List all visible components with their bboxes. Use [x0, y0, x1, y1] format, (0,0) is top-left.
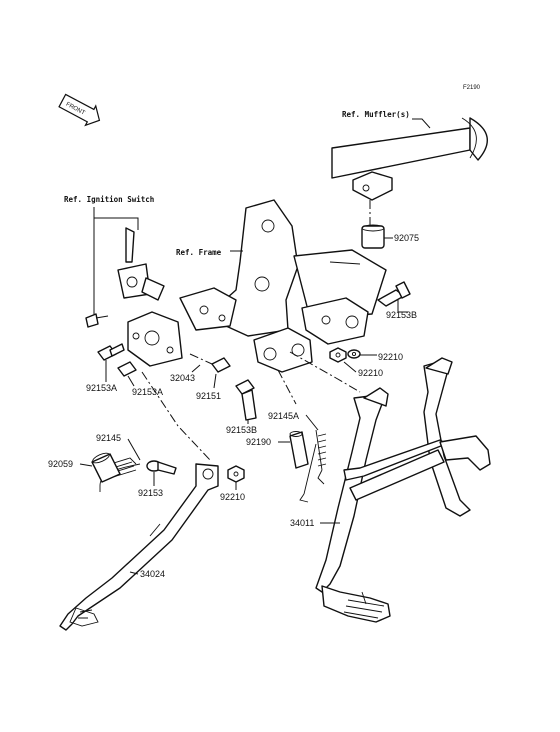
ignition-switch-ref-label: Ref. Ignition Switch	[64, 195, 154, 204]
label-92153A-mid: 92153A	[132, 387, 163, 397]
bolt-92153A-mid	[117, 361, 137, 377]
nut-icon	[329, 347, 347, 363]
side-stand-34024	[59, 463, 219, 631]
spring-92145A	[299, 429, 327, 503]
frame-ref-label: Ref. Frame	[176, 248, 222, 257]
bolt-92153B-top	[377, 281, 411, 307]
label-92153A-left: 92153A	[86, 383, 117, 393]
front-arrow-icon: FRONT	[58, 93, 101, 127]
figure-code: F2190	[463, 85, 481, 91]
label-92151: 92151	[196, 391, 221, 401]
ignition-switch-reference	[117, 227, 165, 301]
washer-icon	[347, 349, 361, 359]
sleeve-92059	[91, 452, 121, 483]
screw-icon	[85, 313, 109, 328]
label-92153: 92153	[138, 488, 163, 498]
muffler-reference	[331, 117, 488, 226]
mounting-bracket	[127, 287, 237, 367]
label-92145: 92145	[96, 433, 121, 443]
label-92210-c: 92210	[220, 492, 245, 502]
label-32043: 32043	[170, 373, 195, 383]
muffler-ref-label: Ref. Muffler(s)	[342, 110, 410, 119]
label-92075: 92075	[394, 233, 419, 243]
label-92145A: 92145A	[268, 411, 299, 421]
bolt-92153	[146, 460, 177, 475]
label-34024: 34024	[140, 569, 165, 579]
nut-92210-c	[227, 465, 245, 483]
right-bracket	[253, 297, 369, 373]
part-92075-damper	[361, 224, 385, 249]
label-92210-b: 92210	[358, 368, 383, 378]
label-92210-a: 92210	[378, 352, 403, 362]
bolt-92151	[211, 357, 231, 373]
sleeve-92190	[289, 431, 309, 469]
label-92153B-top: 92153B	[386, 310, 417, 320]
label-92059: 92059	[48, 459, 73, 469]
bolt-92153B-mid	[235, 379, 257, 421]
label-92190: 92190	[246, 437, 271, 447]
label-92153B-mid: 92153B	[226, 425, 257, 435]
label-34011: 34011	[290, 518, 314, 528]
frame-reference	[217, 199, 387, 337]
bolt-92153A-left	[97, 343, 125, 361]
center-stand-34011	[315, 357, 491, 623]
